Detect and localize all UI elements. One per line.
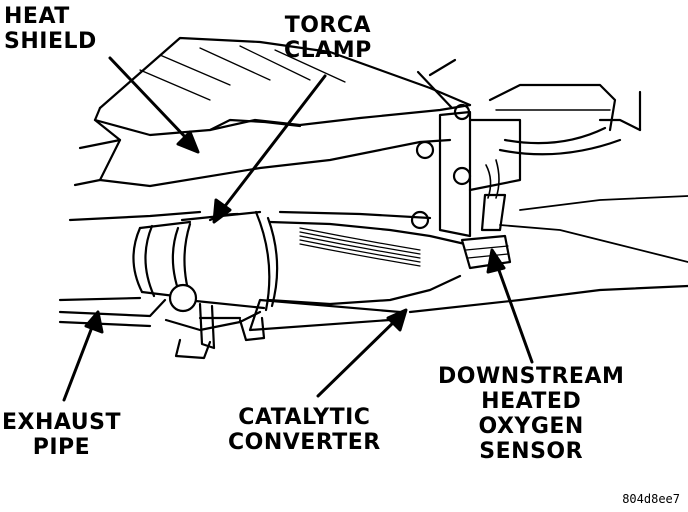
catalytic-converter-body bbox=[132, 220, 467, 332]
exhaust-pipe-label-line-2: PIPE bbox=[32, 435, 91, 460]
catalytic-converter-label-line-2: CONVERTER bbox=[228, 430, 381, 455]
catalytic-converter-label-line-1: CATALYTIC bbox=[238, 405, 371, 430]
exhaust-pipe-label-line-1: EXHAUST bbox=[2, 410, 121, 435]
oxygen-sensor-label-line-4: SENSOR bbox=[479, 439, 584, 464]
heat-shield-leader bbox=[108, 56, 190, 142]
heat-shield-panel bbox=[73, 36, 472, 188]
oxygen-sensor-leader bbox=[494, 260, 534, 364]
figure-id: 804d8ee7 bbox=[622, 492, 680, 506]
catalytic-converter-leader bbox=[316, 316, 400, 398]
underbody-frame bbox=[58, 58, 688, 314]
oxygen-sensor-label-line-2: HEATED bbox=[481, 389, 582, 414]
catalytic-converter-arrowhead bbox=[386, 308, 408, 332]
torca-clamp-band bbox=[164, 210, 279, 360]
heat-shield-label-line-2: SHIELD bbox=[4, 29, 97, 54]
bracket-and-oxygen-sensor bbox=[410, 83, 642, 270]
heat-shield-label: HEAT SHIELD bbox=[4, 4, 97, 54]
exhaust-pipe-label: EXHAUST PIPE bbox=[2, 410, 121, 460]
torca-clamp-label: TORCA CLAMP bbox=[284, 13, 372, 63]
torca-clamp-label-line-1: TORCA bbox=[284, 13, 372, 38]
exhaust-pipe-arrowhead bbox=[84, 310, 104, 334]
callout-leaders bbox=[62, 56, 534, 402]
catalytic-converter-label: CATALYTIC CONVERTER bbox=[228, 405, 381, 455]
torca-clamp-label-line-2: CLAMP bbox=[284, 38, 372, 63]
heat-shield-label-line-1: HEAT bbox=[4, 4, 70, 29]
exhaust-pipe-leader bbox=[62, 320, 96, 402]
torca-clamp-arrowhead bbox=[212, 198, 232, 224]
oxygen-sensor-label-line-1: DOWNSTREAM bbox=[438, 364, 625, 389]
oxygen-sensor-arrowhead bbox=[486, 248, 506, 274]
heat-shield-arrowhead bbox=[176, 130, 200, 154]
oxygen-sensor-label-line-3: OXYGEN bbox=[478, 414, 584, 439]
downstream-oxygen-sensor-label: DOWNSTREAM HEATED OXYGEN SENSOR bbox=[438, 364, 624, 464]
exhaust-pipe-body bbox=[58, 298, 167, 328]
torca-clamp-leader bbox=[220, 74, 327, 212]
